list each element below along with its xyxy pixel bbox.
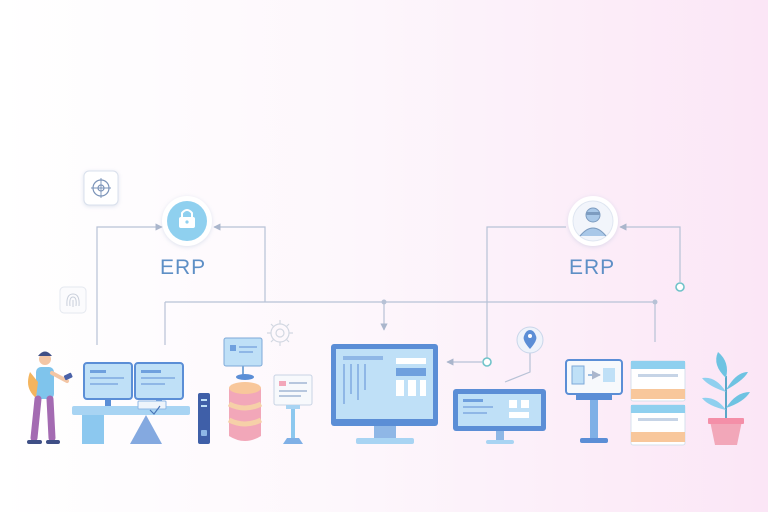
erp-label-right: ERP <box>569 256 616 279</box>
user-avatar-icon <box>579 207 607 237</box>
fingerprint-icon <box>59 286 87 314</box>
erp-label-left: ERP <box>160 256 207 279</box>
person-figure <box>27 351 73 444</box>
potted-plant <box>702 352 750 445</box>
connector-node <box>381 299 387 305</box>
connector-node <box>482 357 492 367</box>
connector-node <box>675 282 685 292</box>
database-stack <box>223 337 263 441</box>
server-rack <box>630 360 686 446</box>
laptop-monitor <box>453 389 546 444</box>
gear-icon <box>267 320 293 346</box>
connector-lines <box>96 223 681 383</box>
lock-shield-icon <box>179 209 195 228</box>
kiosk-stand <box>273 374 313 444</box>
target-icon <box>83 170 119 206</box>
erp-hub-right <box>568 196 618 246</box>
location-pin-icon <box>516 326 544 354</box>
main-monitor <box>331 344 438 444</box>
standing-tablet <box>565 359 623 443</box>
tower-pc <box>198 393 210 444</box>
workstation-dual-monitor <box>72 362 190 444</box>
connector-node <box>652 299 658 305</box>
erp-hub-left <box>162 196 212 246</box>
